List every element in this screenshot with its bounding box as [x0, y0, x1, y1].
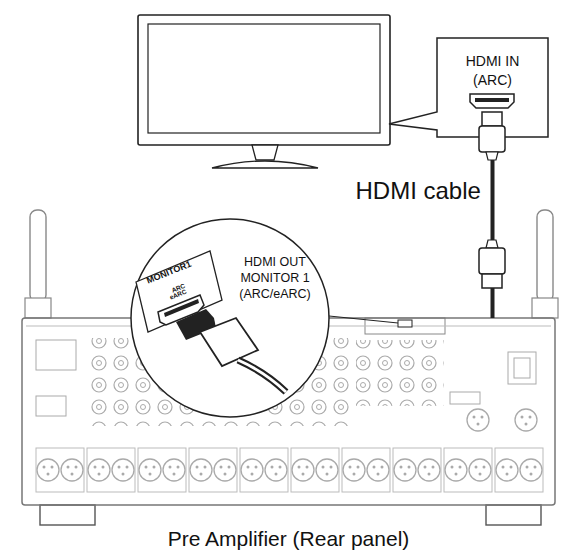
- tv-monitor: [138, 15, 390, 145]
- rear-panel-detail: [496, 459, 518, 481]
- magnified-port: [136, 251, 222, 332]
- rear-panel-detail: [367, 459, 389, 481]
- hdmi-cable: [491, 137, 495, 318]
- tv-monitor: [252, 145, 278, 160]
- magnified-plug: [200, 318, 258, 366]
- antenna: [537, 210, 553, 302]
- amplifier-foot: [40, 505, 95, 525]
- callout-box-outline: [437, 38, 548, 137]
- rear-panel-detail: [444, 448, 492, 492]
- callout-box: HDMI IN (ARC): [437, 38, 548, 137]
- rear-panel-detail: [515, 409, 537, 431]
- rear-panel-detail: [36, 318, 543, 492]
- panel-edge: [26, 326, 551, 327]
- rear-panel-detail: [36, 340, 76, 370]
- connector-label: HDMI OUT MONITOR 1 (ARC/eARC): [233, 254, 317, 302]
- rear-panel-detail: [139, 459, 161, 481]
- rear-panel-detail: [240, 448, 288, 492]
- rear-panel-detail: [61, 459, 83, 481]
- rear-panel-detail: [88, 459, 110, 481]
- rear-panel-detail: [467, 409, 489, 431]
- rear-panel-detail: [88, 338, 352, 426]
- leader-line: [329, 316, 398, 323]
- tv-monitor: [148, 24, 380, 133]
- magnified-port: [158, 295, 204, 325]
- antenna: [532, 298, 558, 318]
- rear-panel-detail: [163, 459, 185, 481]
- magnified-port: [136, 251, 222, 332]
- panel-marking: eARC: [169, 289, 188, 302]
- antenna: [25, 210, 558, 318]
- rear-panel-detail: [445, 459, 467, 481]
- rear-panel-detail: [394, 459, 416, 481]
- rear-panel-detail: [189, 448, 237, 492]
- rear-panel-detail: [342, 448, 390, 492]
- rear-panel-detail: [365, 318, 445, 334]
- connector-label: HDMI IN (ARC): [457, 52, 528, 90]
- hdmi-port-icon: [470, 94, 514, 108]
- hdmi-port-icon: [470, 94, 514, 108]
- hdmi-port-icon: [475, 98, 509, 102]
- rear-panel-detail: [418, 459, 440, 481]
- hdmi-plug: [482, 112, 502, 126]
- rear-panel-detail: [450, 392, 480, 404]
- rear-panel-detail: [36, 448, 84, 492]
- pre-amplifier: Pre Amplifier (Rear panel)HDMI OUT MONIT…: [22, 318, 555, 505]
- rear-panel-detail: [514, 358, 530, 378]
- rear-panel-detail: [37, 459, 59, 481]
- amplifier-foot: [40, 505, 541, 525]
- rear-panel-detail: [508, 352, 536, 384]
- rear-panel-detail: [214, 459, 236, 481]
- panel-marking: ARC: [171, 283, 187, 294]
- magnified-port: [164, 299, 199, 317]
- panel-marking: MONITOR1: [145, 260, 192, 286]
- hdmi-plug: [479, 126, 505, 152]
- magnified-plug: [238, 360, 286, 392]
- rear-panel-detail: [469, 459, 491, 481]
- hdmi-plug: [482, 274, 502, 288]
- tv-monitor: [212, 161, 318, 168]
- callout-outline: [389, 38, 548, 137]
- hdmi-plug: [486, 240, 498, 248]
- hdmi-out-port: [398, 320, 412, 327]
- rear-panel-detail: [112, 459, 134, 481]
- cable-label: HDMI cable: [356, 177, 481, 206]
- rear-panel-detail: [495, 448, 543, 492]
- rear-panel-detail: [291, 448, 339, 492]
- pre-amplifier-outline: [22, 318, 555, 505]
- rear-panel-detail: [241, 459, 263, 481]
- rear-panel-detail: [265, 459, 287, 481]
- antenna: [30, 210, 46, 302]
- rear-panel-detail: [316, 459, 338, 481]
- rear-panel-detail: [138, 448, 186, 492]
- rear-panel-detail: [87, 448, 135, 492]
- rear-panel-detail: [356, 340, 444, 406]
- rear-panel-detail: [292, 459, 314, 481]
- magnified-plug: [176, 309, 216, 340]
- hdmi-plug: [479, 248, 505, 274]
- panel-outline: [22, 318, 555, 505]
- rear-panel-detail: [190, 459, 212, 481]
- antenna: [25, 298, 51, 318]
- magnified-plug: [238, 360, 286, 392]
- magnifier-circle-outline: [130, 218, 330, 418]
- tv-monitor: [138, 15, 390, 168]
- magnified-plug: [176, 309, 286, 392]
- amplifier-foot: [486, 505, 541, 525]
- rear-panel-detail: [343, 459, 365, 481]
- magnifier-circle: HDMI OUT MONITOR 1 (ARC/eARC): [130, 218, 330, 418]
- rear-panel-detail: [36, 396, 66, 416]
- caption-text: Pre Amplifier (Rear panel): [22, 526, 555, 551]
- magnifier-outline: [131, 219, 329, 417]
- rear-panel-detail: [520, 459, 542, 481]
- rear-panel-detail: [393, 448, 441, 492]
- hdmi-plug: [486, 152, 498, 160]
- hdmi-plug: [479, 112, 505, 288]
